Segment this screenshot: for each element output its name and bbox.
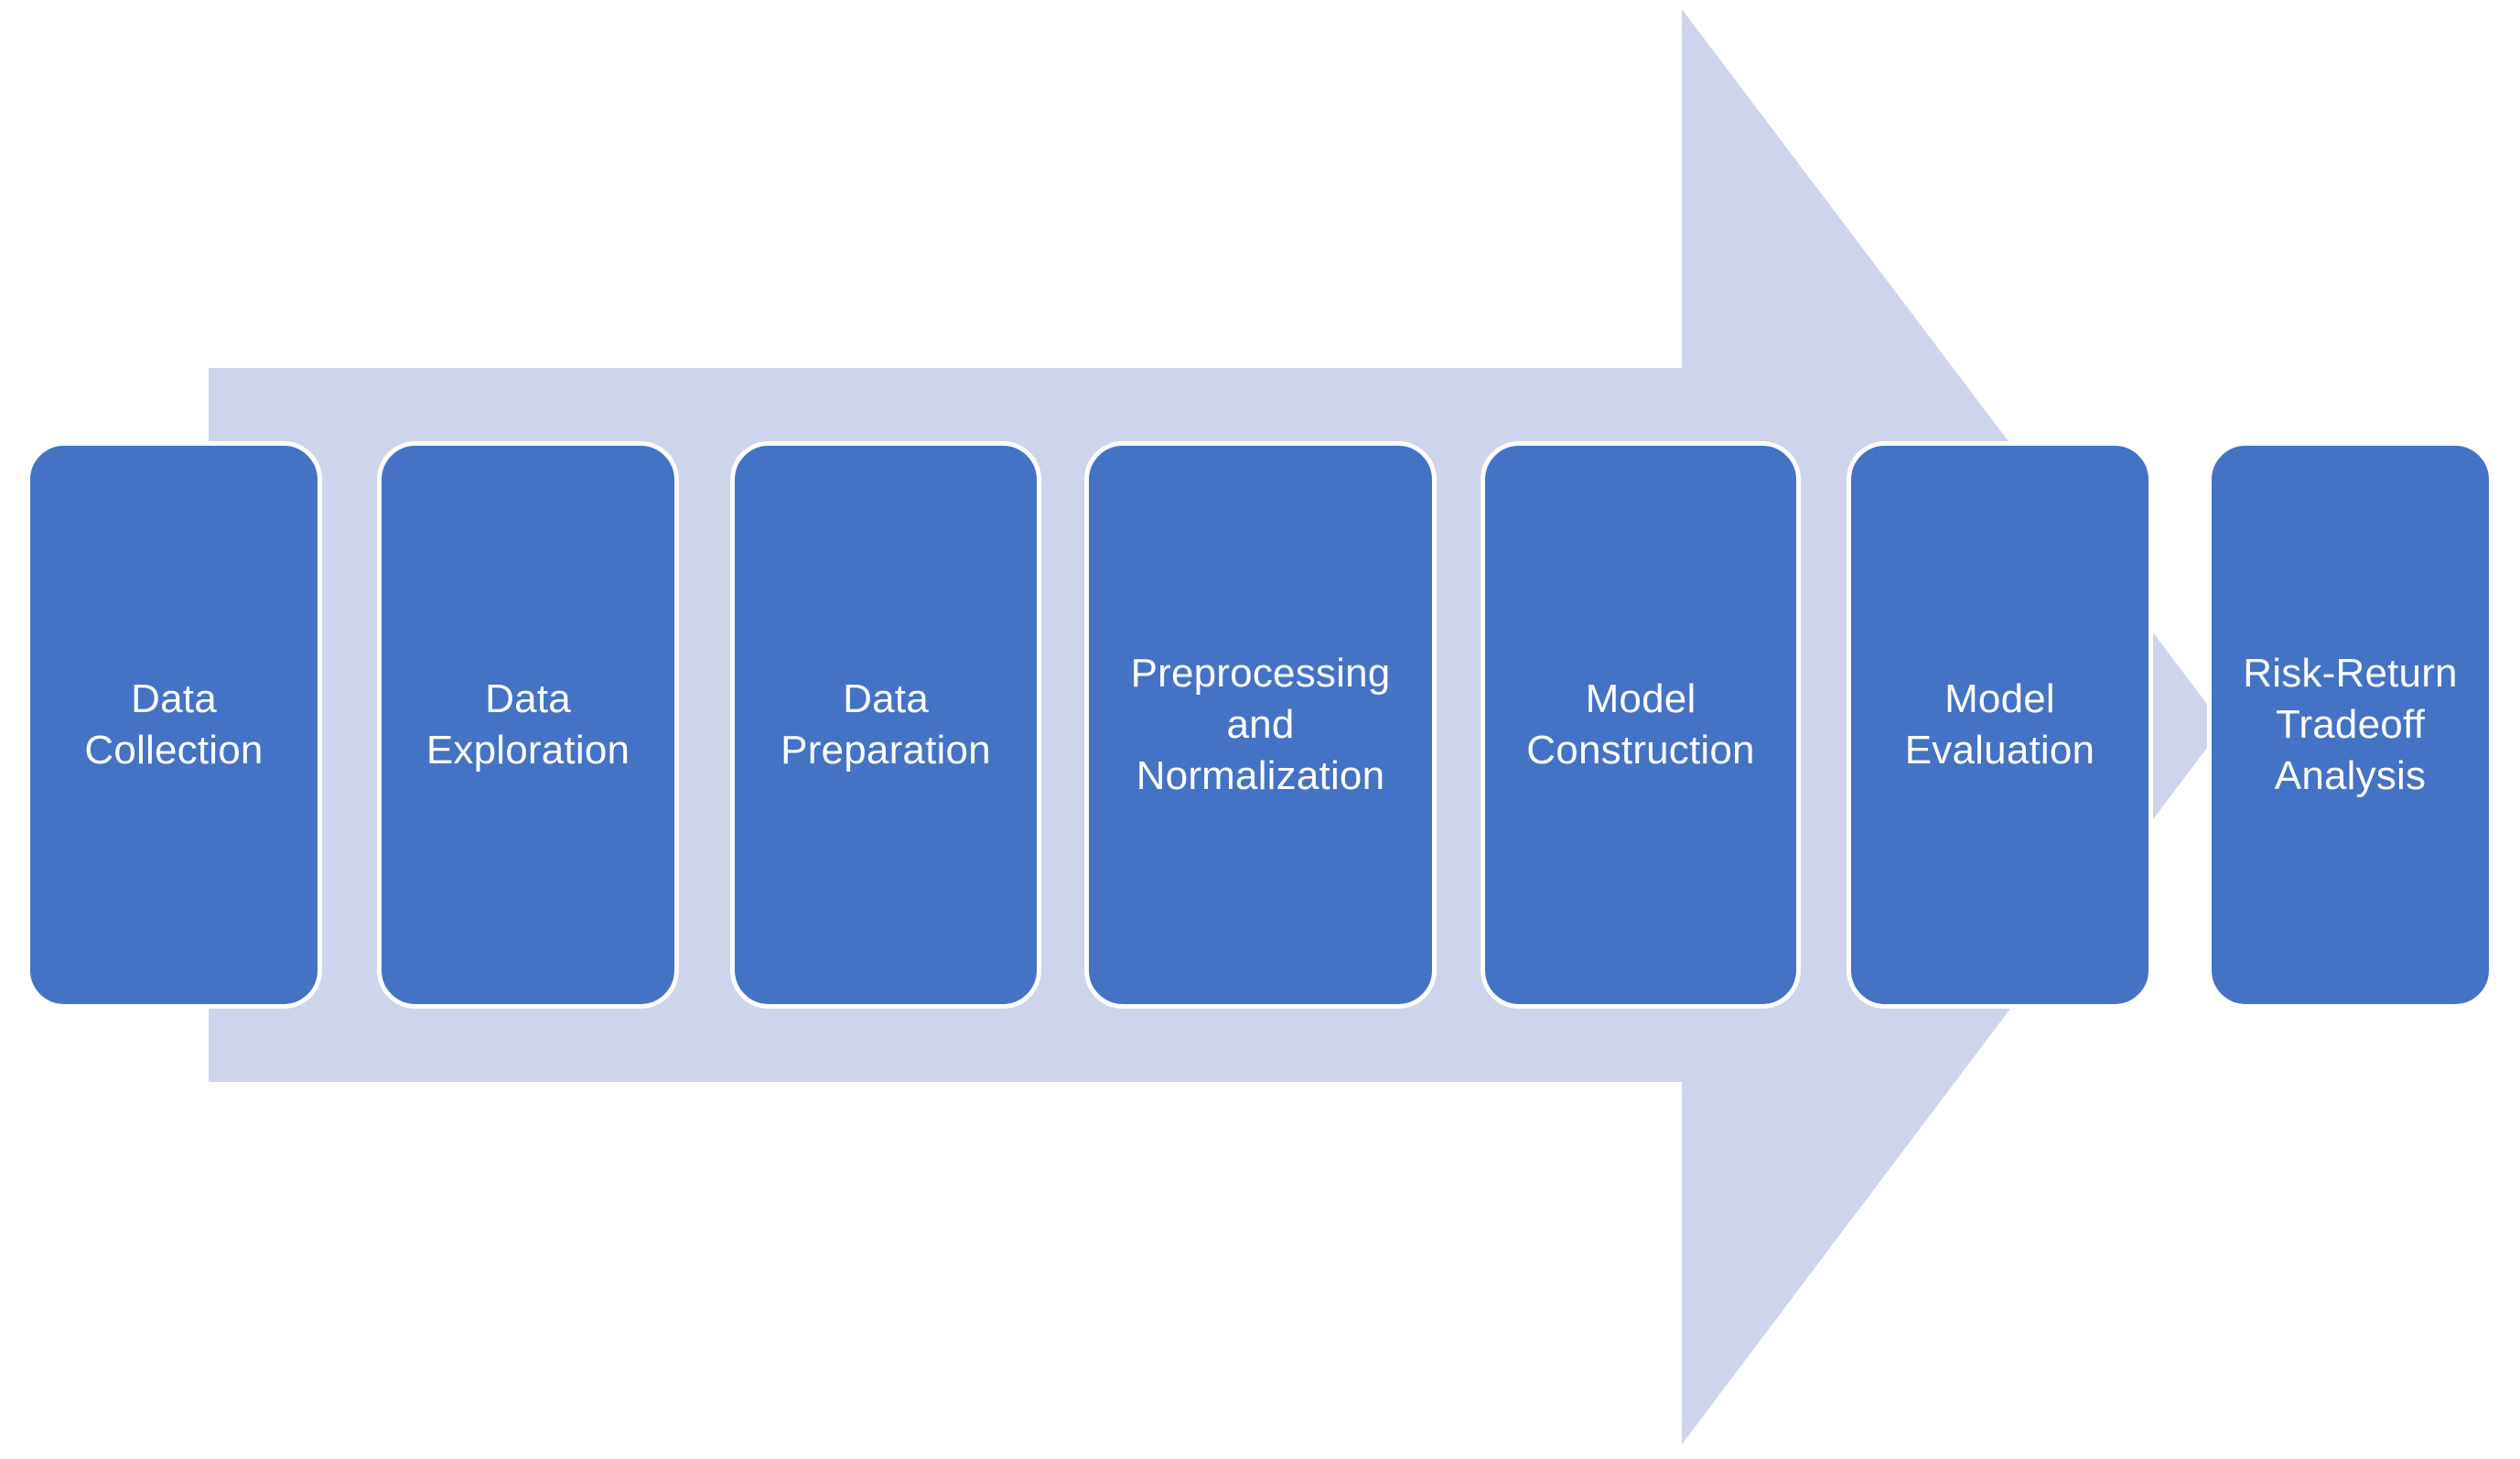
stage-model-construction[interactable]: Model Construction	[1481, 441, 1801, 1009]
stage-label: Data Preparation	[781, 675, 991, 773]
stage-label: Preprocessing and Normalization	[1130, 650, 1391, 799]
stage-label: Model Evaluation	[1904, 675, 2095, 773]
stage-label: Data Collection	[84, 675, 264, 773]
stage-label: Risk-Return Tradeoff Analysis	[2243, 650, 2458, 799]
stage-model-evaluation[interactable]: Model Evaluation	[1847, 441, 2153, 1009]
stage-risk-return-tradeoff-analysis[interactable]: Risk-Return Tradeoff Analysis	[2207, 441, 2493, 1009]
stage-data-exploration[interactable]: Data Exploration	[377, 441, 679, 1009]
stage-data-preparation[interactable]: Data Preparation	[730, 441, 1041, 1009]
stage-data-collection[interactable]: Data Collection	[26, 441, 322, 1009]
stage-preprocessing-normalization[interactable]: Preprocessing and Normalization	[1084, 441, 1437, 1009]
stage-label: Model Construction	[1526, 675, 1755, 773]
stage-label: Data Exploration	[425, 675, 630, 773]
